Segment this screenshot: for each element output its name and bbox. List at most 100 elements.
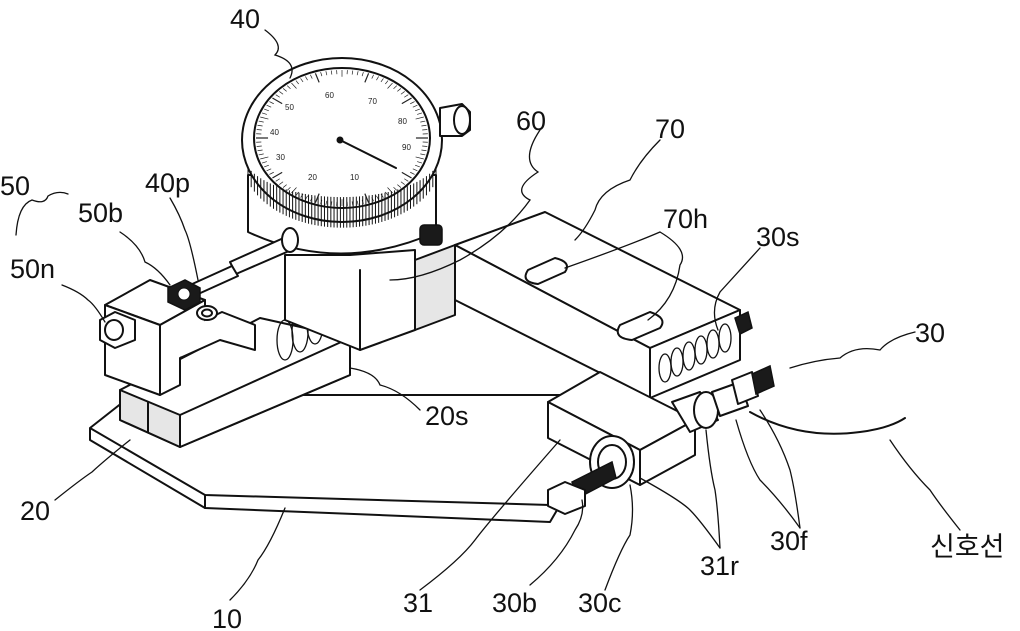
dial-num-10: 10 <box>350 173 359 182</box>
dial-num-70: 70 <box>368 97 377 106</box>
probe-40p <box>189 227 299 296</box>
dial-pivot <box>336 136 344 144</box>
label-31r: 31r <box>700 551 739 581</box>
label-30b: 30b <box>492 588 537 618</box>
dial-tick <box>258 153 264 156</box>
dial-tick <box>401 171 412 179</box>
dial-tick <box>417 161 423 164</box>
dial-tick <box>291 82 297 89</box>
dial-tick <box>300 78 304 83</box>
dial-tick <box>269 101 274 105</box>
dial-tick <box>385 191 389 196</box>
dial-tick <box>260 156 269 160</box>
label-30c: 30c <box>578 588 622 618</box>
dial-tick <box>351 70 354 75</box>
dial-tick <box>266 104 272 108</box>
dial-tick <box>421 149 427 152</box>
adjust-block-50 <box>99 279 256 396</box>
dial-num-80: 80 <box>398 117 407 126</box>
dial-tick <box>397 88 402 92</box>
dial-num-40: 40 <box>270 128 279 137</box>
dial-tick <box>412 168 418 172</box>
dial-tick <box>376 76 379 81</box>
dial-tick <box>393 186 398 191</box>
dial-tick <box>256 145 262 147</box>
dial-tick <box>261 112 267 115</box>
dial-tick <box>305 76 308 81</box>
dial-tick <box>272 171 283 179</box>
label-30: 30 <box>915 318 945 348</box>
dial-tick <box>410 171 415 175</box>
label-30f: 30f <box>770 526 808 556</box>
label-70: 70 <box>655 114 685 144</box>
dial-tick <box>295 80 299 85</box>
dial-tick <box>380 78 384 83</box>
dial-tick <box>400 181 405 185</box>
label-20s: 20s <box>425 401 469 431</box>
dial-tick <box>325 71 328 76</box>
label-30s: 30s <box>756 222 800 252</box>
dial-tick <box>261 161 267 164</box>
dial-tick <box>279 181 284 185</box>
dial-gauge: 10 20 30 40 50 60 70 80 90 <box>241 57 471 255</box>
dial-tick <box>415 108 420 112</box>
dial-tick <box>400 91 405 95</box>
dial-tick <box>330 70 333 75</box>
dial-tick <box>325 200 328 205</box>
dial-tick <box>417 112 423 115</box>
label-40p: 40p <box>145 168 190 198</box>
dial-tick <box>269 171 274 175</box>
spring-30s <box>658 310 753 383</box>
dial-num-20: 20 <box>308 173 317 182</box>
dial-ticks <box>256 70 428 206</box>
dial-tick <box>356 200 359 205</box>
sensor-30 <box>547 364 775 515</box>
dial-tick <box>295 191 299 196</box>
dial-tick <box>279 91 284 95</box>
plate-70 <box>454 211 741 399</box>
dial-tick <box>286 85 291 90</box>
label-31: 31 <box>403 588 433 618</box>
dial-tick <box>257 149 263 152</box>
dial-tick <box>275 94 280 98</box>
dial-tick <box>412 104 418 108</box>
dial-needle <box>339 139 397 169</box>
label-40: 40 <box>230 4 260 34</box>
reference-labels: 40 60 70 70h 30s 30 50 50b 40p 50n 20s 2… <box>0 4 1005 631</box>
dial-tick <box>264 164 269 168</box>
dial-tick <box>364 193 370 203</box>
dial-tick <box>264 108 269 112</box>
dial-tick <box>415 156 424 160</box>
dial-tick <box>387 82 393 89</box>
dial-tick <box>320 72 323 77</box>
dial-tick <box>314 73 320 83</box>
dial-knurl <box>247 167 437 228</box>
dial-tick <box>314 193 320 203</box>
dial-tick <box>420 120 426 123</box>
dial-tick <box>256 129 262 131</box>
signal-wire <box>749 411 906 435</box>
leader-lines <box>15 29 961 601</box>
dial-tick <box>410 101 415 105</box>
dial-tick <box>415 164 420 168</box>
dial-num-30: 30 <box>276 153 285 162</box>
label-60: 60 <box>516 106 546 136</box>
dial-tick <box>266 168 272 172</box>
label-10: 10 <box>212 604 242 631</box>
dial-tick <box>258 120 264 123</box>
label-70h: 70h <box>663 204 708 234</box>
dial-tick <box>257 124 263 127</box>
label-50: 50 <box>0 171 30 201</box>
dial-num-60: 60 <box>325 91 334 100</box>
dial-tick <box>422 145 428 147</box>
dial-tick <box>404 94 409 98</box>
dial-tick <box>421 124 427 127</box>
label-50n: 50n <box>10 254 55 284</box>
dial-tick <box>420 153 426 156</box>
label-signal-line: 신호선 <box>930 532 1005 562</box>
dial-tick <box>282 88 287 92</box>
dial-tick <box>282 184 287 188</box>
dial-tick <box>364 73 370 83</box>
dial-num-50: 50 <box>285 103 294 112</box>
